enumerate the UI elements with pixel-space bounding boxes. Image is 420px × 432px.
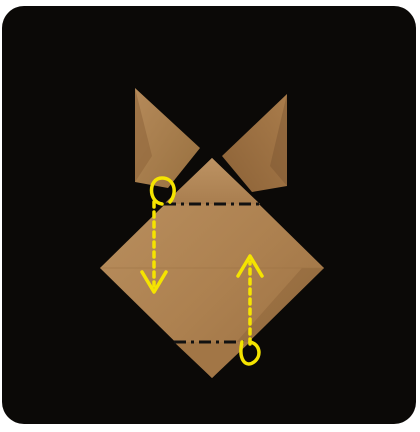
origami-scene [2, 6, 416, 424]
image-frame [2, 6, 416, 424]
